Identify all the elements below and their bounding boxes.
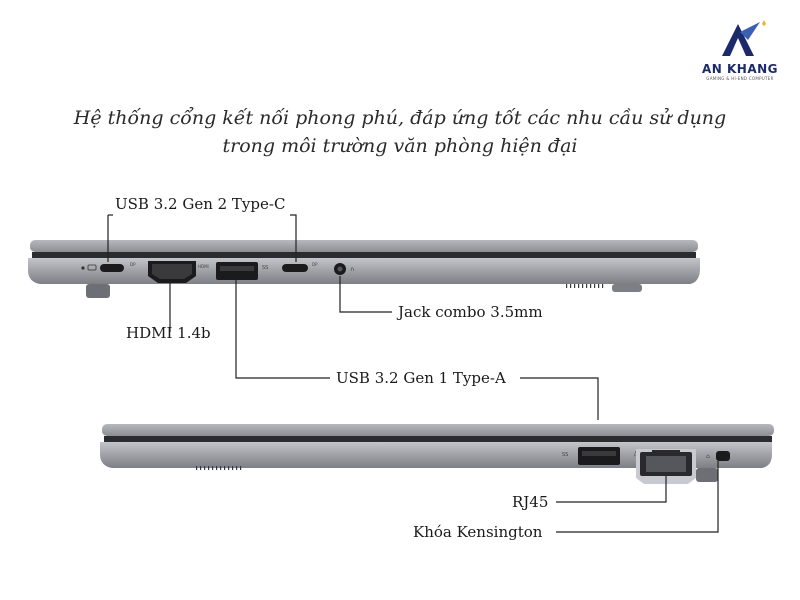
brand-tagline: GAMING & HI-END COMPUTER [706, 76, 774, 81]
usb-c-port-1 [100, 264, 124, 272]
svg-text:DP: DP [130, 262, 136, 267]
laptop-right-side: SS 品 ⌂ [100, 424, 774, 484]
lid-gap-right [104, 436, 772, 442]
svg-text:⌂: ⌂ [706, 453, 710, 460]
lid-gap [32, 252, 696, 258]
label-usb-c: USB 3.2 Gen 2 Type-C [115, 195, 286, 213]
usb-c-port-2 [282, 264, 308, 272]
svg-text:∩: ∩ [350, 266, 354, 273]
battery-icon [87, 264, 97, 271]
led-indicator-icon [81, 266, 85, 270]
label-rj45: RJ45 [512, 493, 549, 511]
lid-top [30, 240, 698, 252]
headline-line-2: trong môi trường văn phòng hiện đại [222, 135, 578, 157]
brand-logo: AN KHANG GAMING & HI-END COMPUTER [700, 18, 780, 81]
kensington-lock-slot [716, 451, 730, 461]
foot-left [86, 284, 110, 298]
callout-lines-top [107, 214, 599, 420]
svg-text:DP: DP [312, 262, 318, 267]
label-hdmi: HDMI 1.4b [126, 324, 211, 342]
speaker-vent-right [196, 466, 242, 470]
lid-top-right [102, 424, 774, 436]
base-body [28, 258, 700, 284]
laptop-left-side: DP HDMI SS DP ∩ [28, 240, 700, 298]
foot-right [612, 284, 642, 292]
svg-text:SS: SS [562, 452, 568, 458]
brand-name: AN KHANG [701, 62, 779, 76]
svg-text:HDMI: HDMI [198, 264, 209, 269]
headline-line-1: Hệ thống cổng kết nối phong phú, đáp ứng… [73, 107, 727, 129]
label-kensington: Khóa Kensington [413, 523, 543, 541]
speaker-vent-left [566, 284, 604, 288]
label-jack: Jack combo 3.5mm [398, 303, 543, 321]
label-usb-a: USB 3.2 Gen 1 Type-A [336, 369, 506, 387]
callout-lines-bottom [556, 461, 719, 533]
foot-right-a [696, 468, 718, 482]
svg-text:SS: SS [262, 265, 268, 271]
brand-logo-icon [722, 20, 766, 56]
